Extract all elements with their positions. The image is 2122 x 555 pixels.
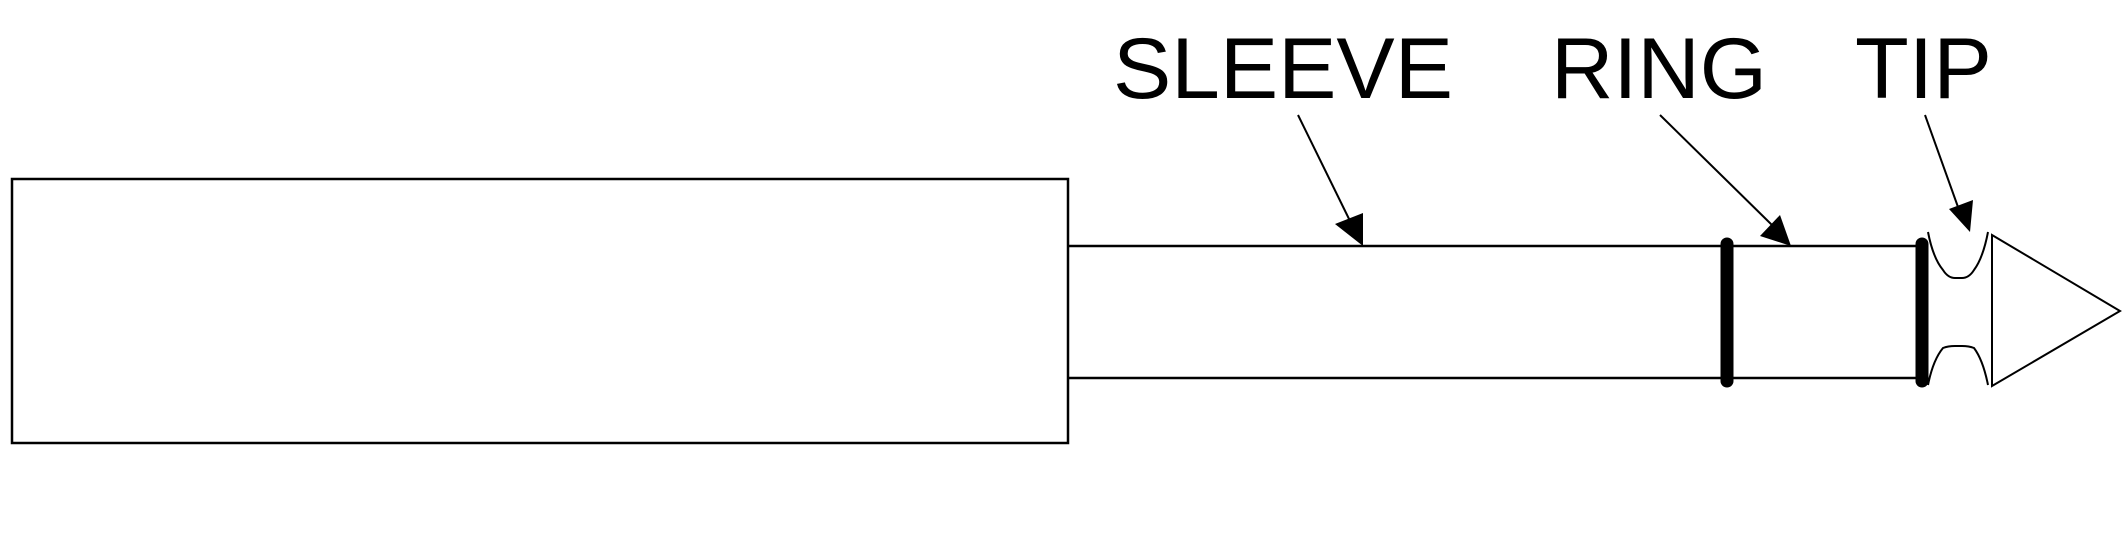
tip-cone	[1991, 233, 2122, 388]
tip-neck-upper	[1927, 231, 1989, 279]
tip-label: TIP	[1855, 21, 1992, 117]
tip-leader-line	[1924, 114, 1959, 208]
ring-label: RING	[1551, 21, 1767, 117]
sleeve-label: SLEEVE	[1113, 21, 1453, 117]
sleeve-leader-line	[1297, 114, 1353, 226]
sleeve-arrowhead	[1335, 213, 1363, 246]
tip-neck-lower	[1927, 345, 1989, 386]
ring-arrowhead	[1760, 215, 1791, 246]
plug-handle	[10, 177, 1070, 445]
tip-arrowhead	[1949, 200, 1973, 232]
ring-leader-line	[1659, 114, 1774, 227]
